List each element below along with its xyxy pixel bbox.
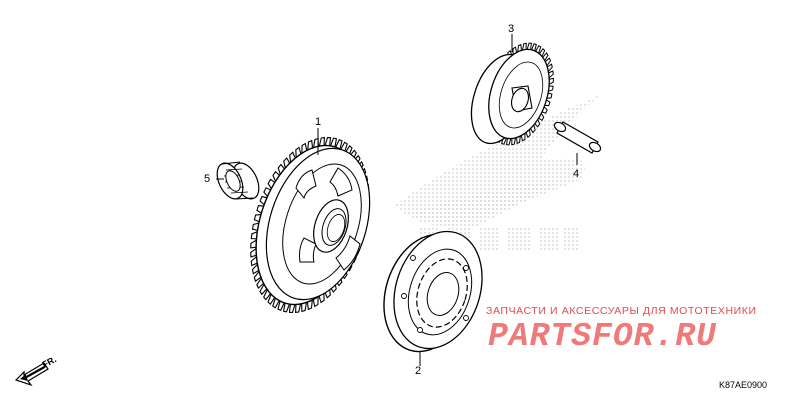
watermark-caption: ЗАПЧАСТИ И АКСЕССУАРЫ ДЛЯ МОТОТЕХНИКИ (486, 305, 757, 317)
reduction-gear-shaft (553, 121, 602, 154)
callout-5: 5 (204, 173, 211, 185)
callout-4: 4 (573, 168, 580, 180)
leader-lines (216, 34, 578, 366)
needle-bearing (216, 161, 260, 200)
starter-reduction-gear (470, 42, 554, 146)
starter-driven-gear (250, 136, 371, 314)
watermark-brand: PARTSFOR.RU (488, 318, 717, 355)
starter-one-way-clutch (383, 230, 483, 353)
callout-1: 1 (315, 116, 322, 128)
front-direction-arrow (14, 362, 49, 387)
diagram-code: K87AE0900 (719, 380, 768, 390)
callout-2: 2 (415, 365, 422, 377)
callout-3: 3 (508, 23, 515, 35)
